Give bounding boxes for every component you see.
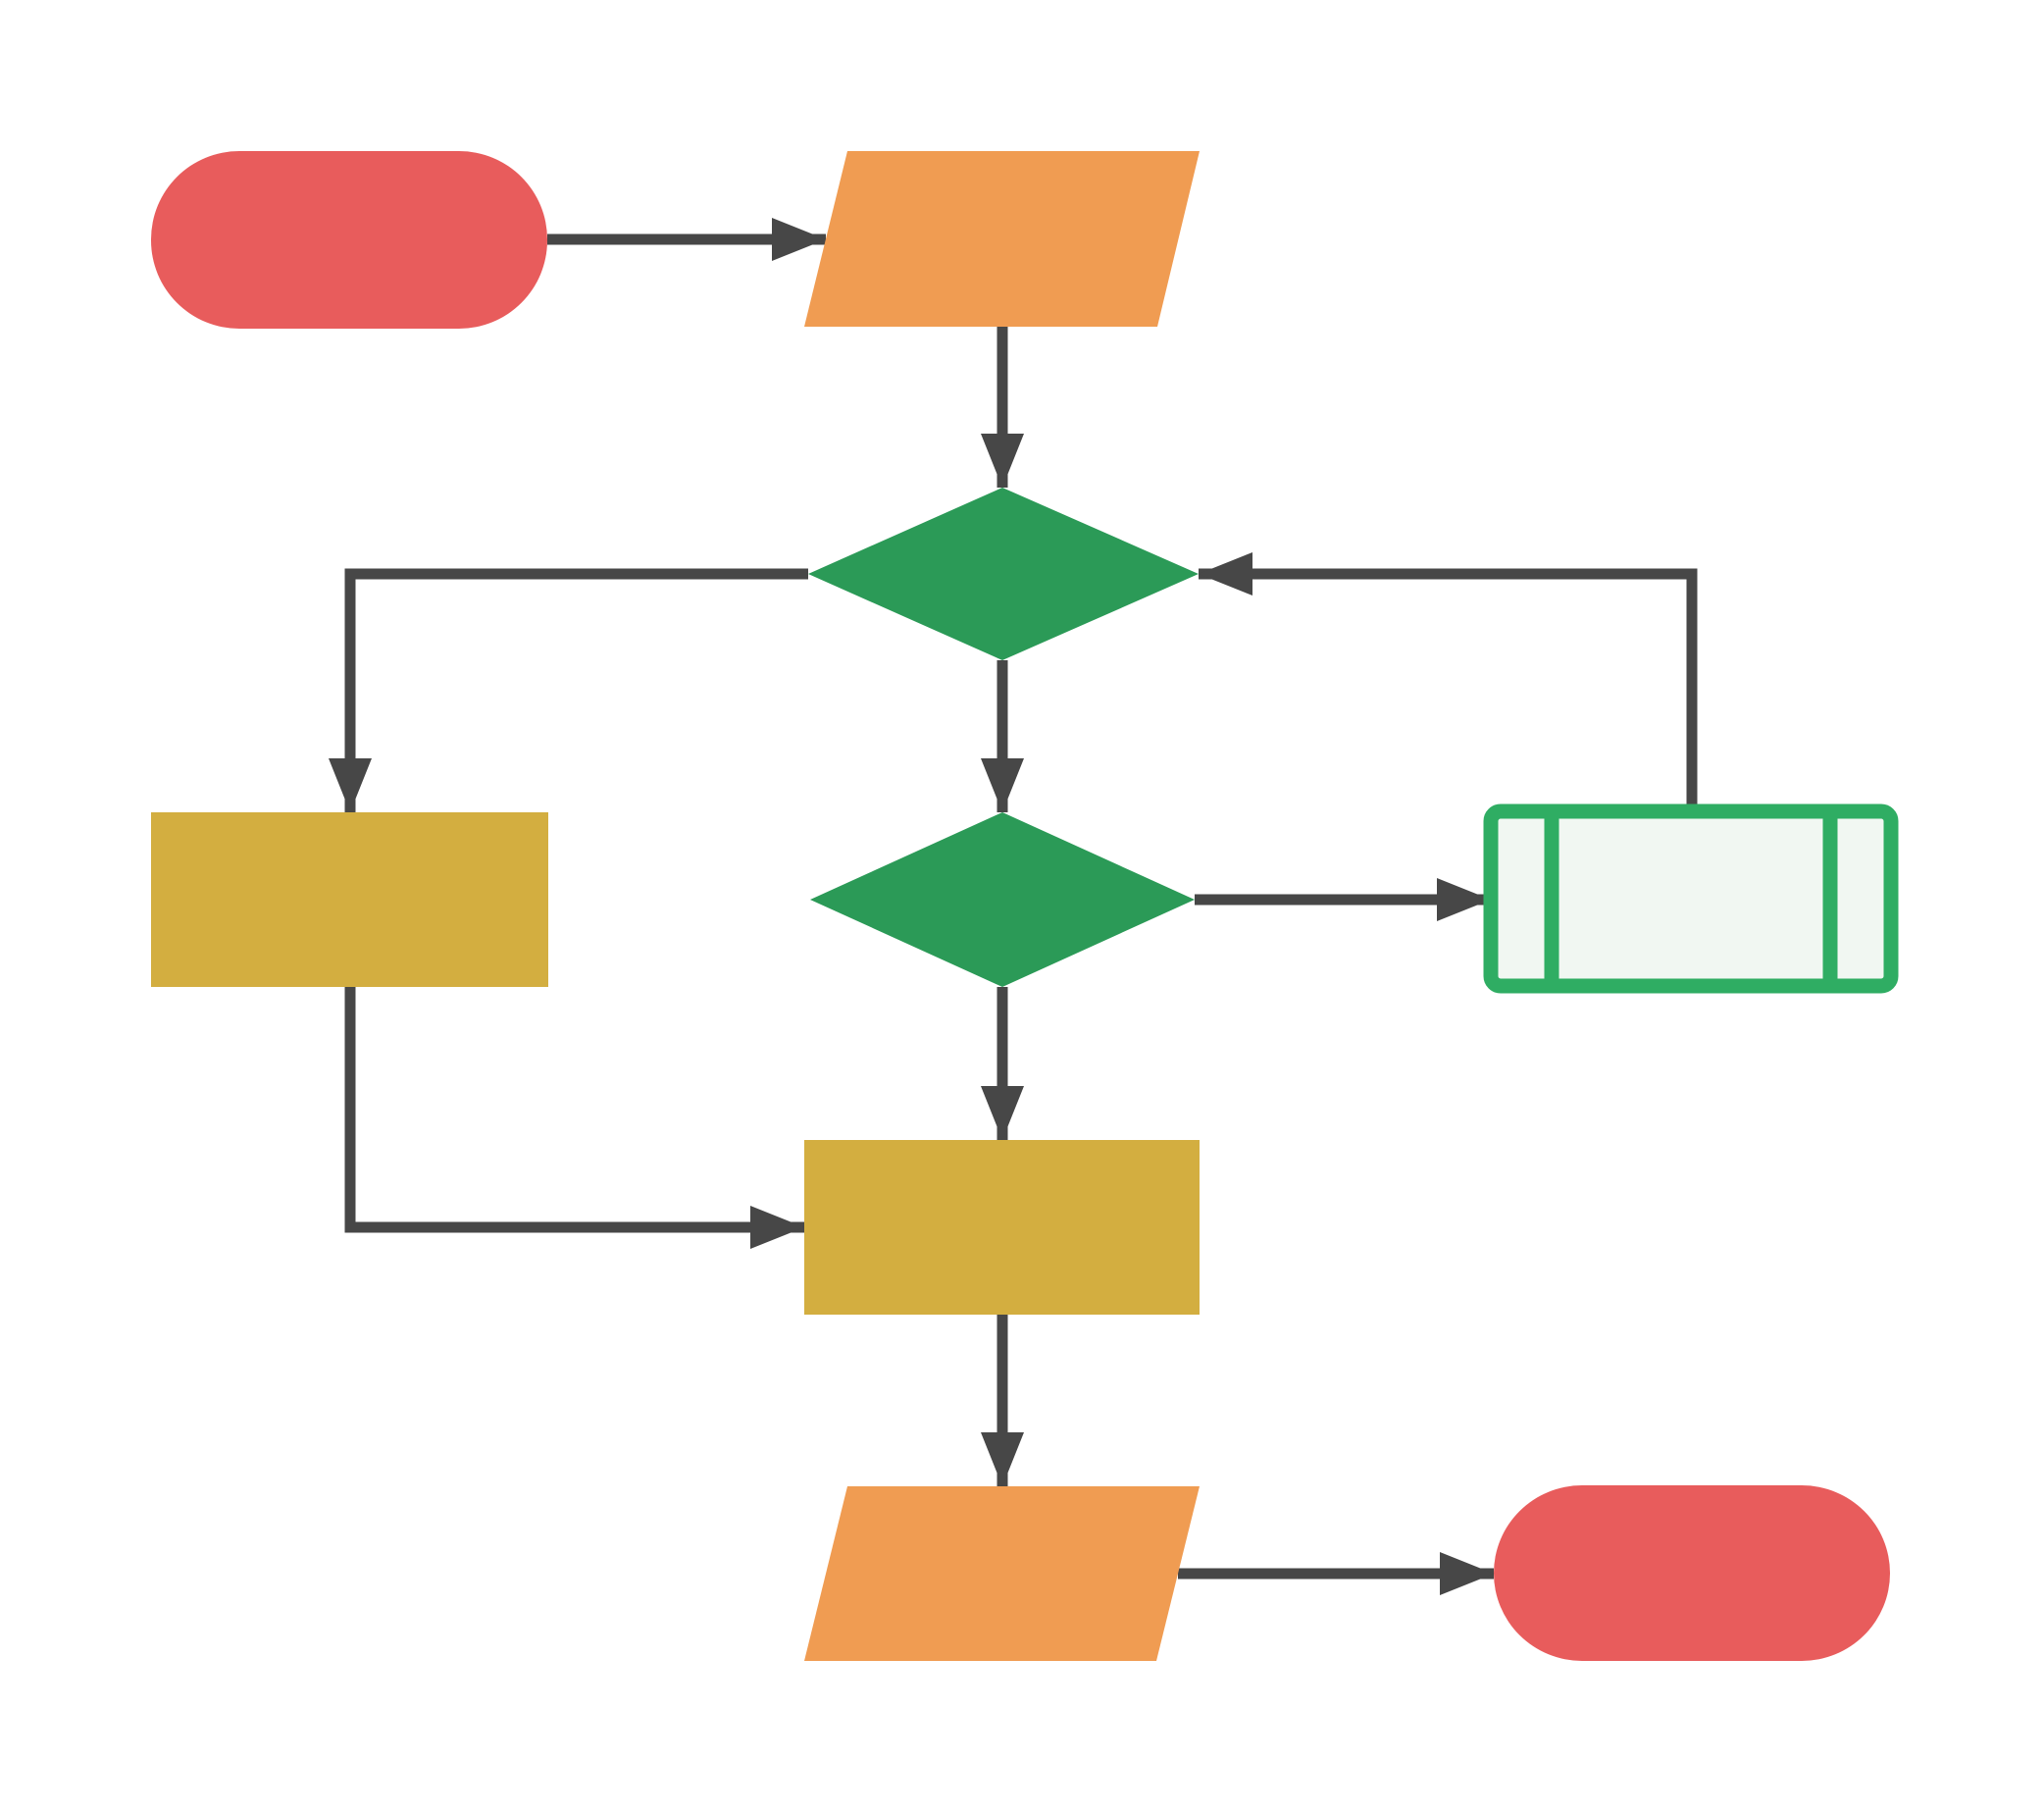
decision-2-diamond-node[interactable] (810, 812, 1195, 987)
process-center-node[interactable] (804, 1140, 1200, 1315)
decision-1-diamond-node[interactable] (808, 488, 1199, 660)
process-left-node[interactable] (151, 812, 548, 987)
input-parallelogram-node[interactable] (804, 151, 1200, 327)
start-terminator-node[interactable] (151, 151, 547, 329)
output-parallelogram-node[interactable] (804, 1486, 1200, 1661)
edge-predefined-to-decision1-loop[interactable] (1199, 552, 1698, 811)
edge-process-left-to-process-center[interactable] (344, 987, 804, 1249)
edge-decision1-to-process-left[interactable] (329, 568, 808, 812)
end-terminator-node[interactable] (1494, 1485, 1890, 1661)
nodes-layer (151, 151, 1899, 1661)
edges-layer (329, 218, 1698, 1595)
predefined-process-node[interactable] (1483, 803, 1899, 994)
